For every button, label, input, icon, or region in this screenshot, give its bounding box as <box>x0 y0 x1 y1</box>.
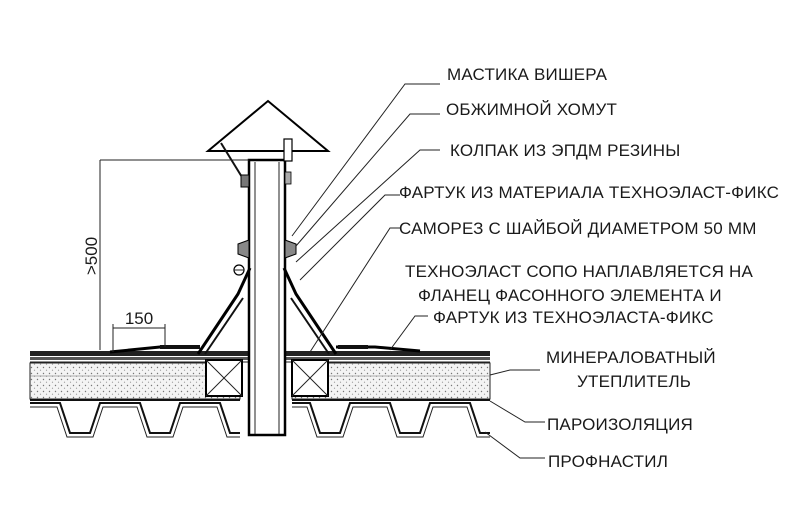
label-cap: КОЛПАК ИЗ ЭПДМ РЕЗИНЫ <box>450 141 680 160</box>
epdm-cap <box>205 99 331 188</box>
vent-pipe <box>247 158 287 437</box>
overlap-dimension-text: 150 <box>125 309 153 328</box>
label-sopo-line-3: ФАРТУК ИЗ ТЕХНОЭЛАСТА-ФИКС <box>433 308 714 327</box>
leader-lines <box>291 83 545 459</box>
timber-block-right <box>291 359 329 397</box>
profiled-deck <box>30 402 490 438</box>
label-vapor-barrier: ПАРОИЗОЛЯЦИЯ <box>547 415 693 434</box>
clamp-collar <box>233 239 297 276</box>
timber-block-left <box>205 359 243 397</box>
overlap-dimension: 150 <box>112 309 166 352</box>
label-insulation-line-2: УТЕПЛИТЕЛЬ <box>577 372 691 391</box>
label-apron: ФАРТУК ИЗ МАТЕРИАЛА ТЕХНОЭЛАСТ-ФИКС <box>399 183 779 202</box>
label-mastic: МАСТИКА ВИШЕРА <box>447 65 608 84</box>
label-clamp: ОБЖИМНОЙ ХОМУТ <box>446 100 617 119</box>
label-screw: САМОРЕЗ С ШАЙБОЙ ДИАМЕТРОМ 50 ММ <box>399 219 757 238</box>
label-sopo-line-1: ТЕХНОЭЛАСТ СОПО НАПЛАВЛЯЕТСЯ НА <box>405 262 753 281</box>
flange-element <box>196 267 338 355</box>
label-sopo-line-2: ФЛАНЕЦ ФАСОННОГО ЭЛЕМЕНТА И <box>418 286 722 305</box>
height-dimension-text: >500 <box>82 237 101 275</box>
labels: МАСТИКА ВИШЕРА ОБЖИМНОЙ ХОМУТ КОЛПАК ИЗ … <box>399 65 779 471</box>
height-dimension: >500 <box>82 159 249 350</box>
label-insulation-line-1: МИНЕРАЛОВАТНЫЙ <box>546 348 716 367</box>
apron-flap <box>109 345 421 354</box>
label-deck: ПРОФНАСТИЛ <box>548 452 668 471</box>
